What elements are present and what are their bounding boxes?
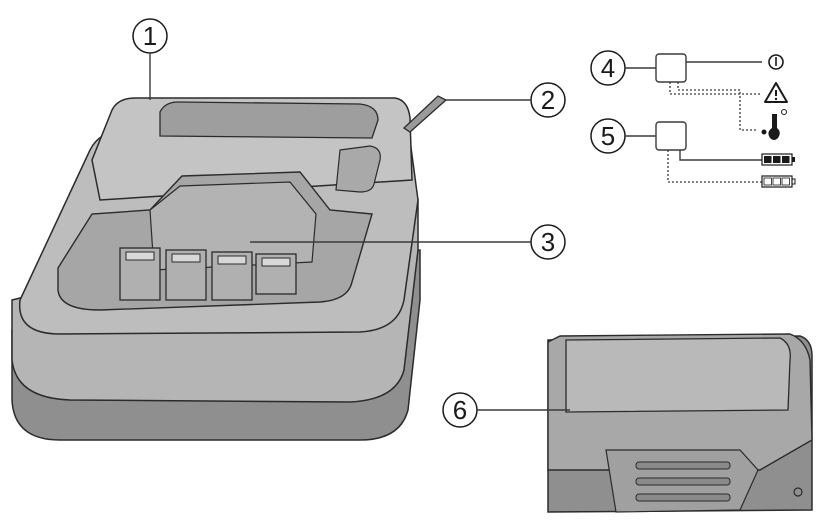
led-5-indicator — [655, 121, 687, 151]
battery-empty-icon — [761, 175, 796, 188]
warning-triangle-icon — [764, 82, 788, 103]
power-cable — [402, 95, 448, 133]
battery-full-icon — [761, 153, 795, 166]
charger-body — [11, 95, 448, 441]
led-legend: 4 5 — [590, 50, 796, 188]
callout-4-label: 4 — [601, 53, 615, 83]
callout-3: 3 — [250, 224, 566, 260]
callout-5: 5 — [590, 118, 626, 154]
callout-1-label: 1 — [143, 21, 157, 51]
temperature-icon — [761, 109, 787, 140]
callout-3-label: 3 — [541, 227, 555, 257]
callout-2-label: 2 — [541, 85, 555, 115]
power-icon — [768, 54, 784, 70]
callout-4: 4 — [590, 50, 626, 86]
battery-pack — [547, 333, 813, 513]
callout-5-label: 5 — [601, 121, 615, 151]
callout-6-label: 6 — [453, 395, 467, 425]
callout-6: 6 — [442, 392, 570, 428]
callout-1: 1 — [132, 18, 168, 100]
callout-2: 2 — [446, 82, 566, 118]
charger-contacts — [119, 247, 297, 301]
led-4-indicator — [655, 53, 687, 83]
